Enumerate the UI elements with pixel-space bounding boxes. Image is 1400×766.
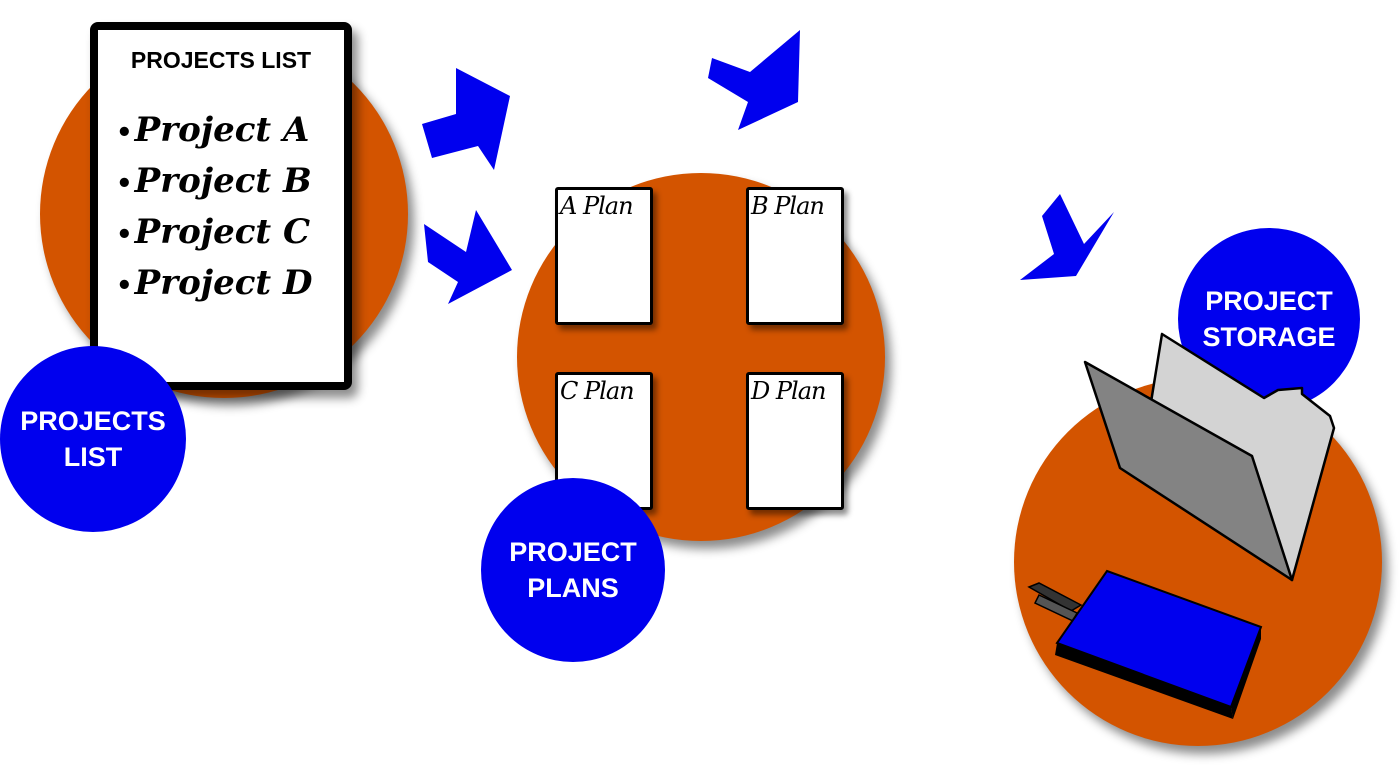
external-drive-icon bbox=[1027, 569, 1263, 719]
plan-label: B Plan bbox=[751, 192, 825, 220]
folder-icon bbox=[1083, 332, 1336, 582]
right-arrow-icon bbox=[422, 68, 510, 170]
project-item: Project A bbox=[116, 106, 312, 157]
projects-list-title: PROJECTS LIST bbox=[130, 47, 312, 73]
project-storage-label-line2: STORAGE bbox=[1202, 322, 1336, 352]
plan-card-d: D Plan bbox=[746, 372, 844, 510]
projects-list-label-line2: LIST bbox=[63, 442, 123, 472]
plan-card-b: B Plan bbox=[746, 187, 844, 325]
plan-card-a: A Plan bbox=[555, 187, 653, 325]
project-plans-label-line2: PLANS bbox=[527, 573, 619, 603]
projects-list-items: Project A Project B Project C Project D bbox=[116, 106, 313, 310]
right-arrow-icon bbox=[708, 30, 800, 130]
project-storage-label: PROJECT STORAGE bbox=[1178, 228, 1360, 410]
plan-label: C Plan bbox=[560, 377, 635, 405]
project-storage-label-line1: PROJECT bbox=[1205, 286, 1333, 316]
project-plans-label: PROJECT PLANS bbox=[481, 478, 665, 662]
project-item: Project B bbox=[116, 157, 312, 208]
project-item: Project D bbox=[116, 259, 313, 310]
projects-list-label-line1: PROJECTS bbox=[20, 406, 166, 436]
project-item: Project C bbox=[116, 208, 312, 259]
plan-label: A Plan bbox=[560, 192, 634, 220]
project-plans-label-line1: PROJECT bbox=[509, 537, 637, 567]
projects-list-document: PROJECTS LIST Project A Project B Projec… bbox=[90, 22, 352, 390]
projects-list-label: PROJECTS LIST bbox=[0, 346, 186, 532]
down-arrow-icon bbox=[1020, 194, 1114, 280]
plan-label: D Plan bbox=[751, 377, 826, 405]
right-arrow-icon bbox=[424, 210, 512, 304]
